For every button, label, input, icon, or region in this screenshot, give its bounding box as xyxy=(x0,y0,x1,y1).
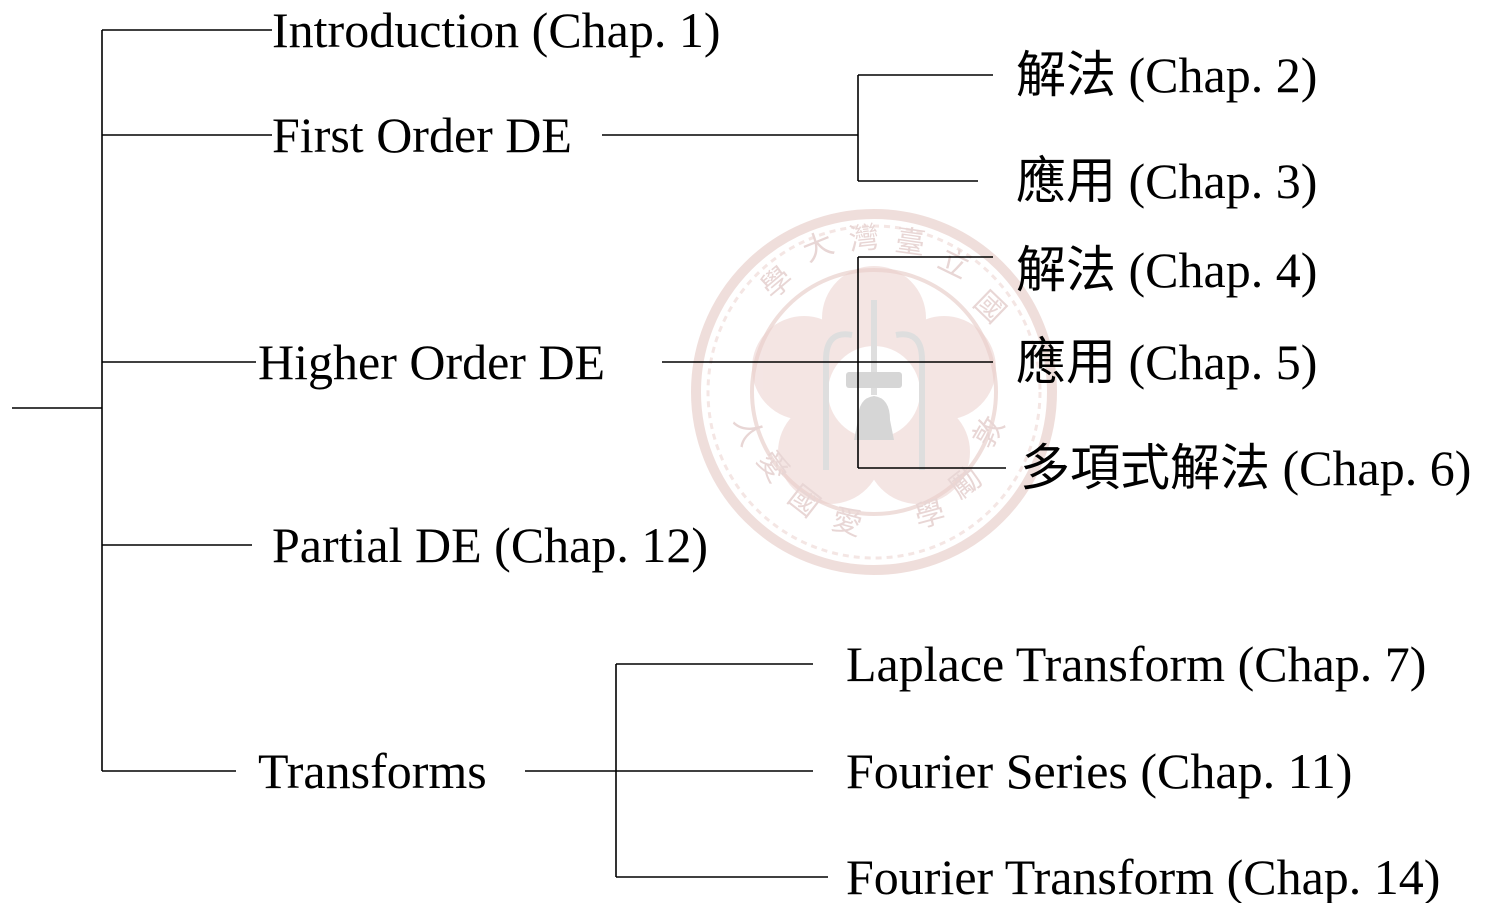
higher-order-connectors xyxy=(662,256,1006,469)
node-first-order-solution: 解法 (Chap. 2) xyxy=(1016,47,1317,103)
level1-connectors xyxy=(102,29,272,772)
first-order-connectors xyxy=(602,74,993,182)
node-partial-de: Partial DE (Chap. 12) xyxy=(272,517,708,573)
transforms-connectors xyxy=(525,663,828,878)
svg-text:敦: 敦 xyxy=(967,411,1012,454)
node-laplace-transform: Laplace Transform (Chap. 7) xyxy=(846,636,1426,692)
node-higher-order-de: Higher Order DE xyxy=(258,334,605,390)
svg-text:臺: 臺 xyxy=(893,223,928,262)
university-seal-watermark: 學 大 灣 臺 立 國 敦 勵 學 愛 國 愛 人 xyxy=(691,209,1057,575)
svg-text:灣: 灣 xyxy=(847,220,880,258)
svg-text:立: 立 xyxy=(932,242,974,287)
root-branch xyxy=(12,30,103,771)
node-higher-order-application: 應用 (Chap. 5) xyxy=(1016,334,1317,390)
node-fourier-transform: Fourier Transform (Chap. 14) xyxy=(846,849,1440,903)
node-first-order-application: 應用 (Chap. 3) xyxy=(1016,153,1317,209)
node-higher-order-series-solution: 多項式解法 (Chap. 6) xyxy=(1020,440,1471,496)
node-higher-order-solution: 解法 (Chap. 4) xyxy=(1016,242,1317,298)
node-fourier-series: Fourier Series (Chap. 11) xyxy=(846,743,1352,799)
node-introduction: Introduction (Chap. 1) xyxy=(272,2,721,58)
node-first-order-de: First Order DE xyxy=(272,107,572,163)
svg-text:學: 學 xyxy=(911,494,949,536)
node-transforms: Transforms xyxy=(258,743,487,799)
